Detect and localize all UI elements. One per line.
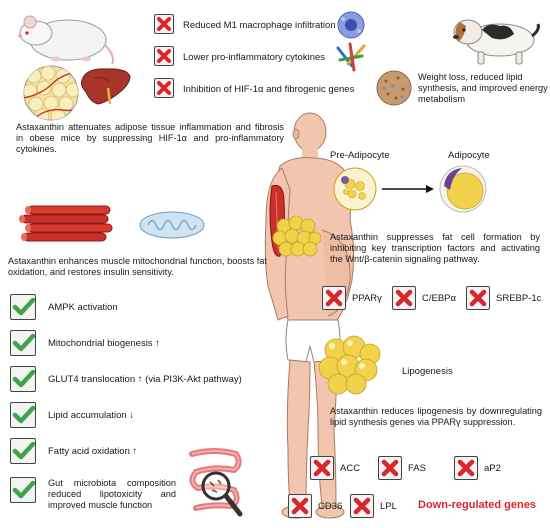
lipid-droplets-icon <box>318 335 381 395</box>
dog-icon <box>453 19 540 65</box>
check-icon <box>12 480 36 499</box>
mitochondria-icon <box>139 211 205 239</box>
adipocyte-description: Astaxanthin suppresses fat cell formatio… <box>330 232 540 264</box>
down-regulated-legend: Down-regulated genes <box>418 499 536 511</box>
pre-adipocyte-icon <box>333 167 377 211</box>
check-icon <box>12 441 36 460</box>
gene-label: aP2 <box>484 463 501 474</box>
cross-icon <box>157 81 171 95</box>
cross-icon <box>313 459 331 477</box>
arrow-icon <box>382 185 434 193</box>
check-icon <box>12 369 36 388</box>
cross-icon <box>157 49 171 63</box>
factor-label: SREBP-1c <box>496 293 542 304</box>
effect-label: Mitochondrial biogenesis ↑ <box>48 338 160 349</box>
top-left-description: Astaxanthin attenuates adipose tissue in… <box>16 122 284 154</box>
effect-label: GLUT4 translocation ↑ (via PI3K-Akt path… <box>48 374 242 385</box>
liver-icon <box>81 68 131 105</box>
factor-label: C/EBPα <box>422 293 457 304</box>
mouse-icon <box>18 15 114 65</box>
cross-icon <box>291 497 309 515</box>
factor-label: PPARγ <box>352 293 382 304</box>
check-icon <box>12 405 36 424</box>
gene-label: LPL <box>380 501 397 512</box>
lipogenesis-description: Astaxanthin reduces lipogenesis by downr… <box>330 406 542 427</box>
adipose-tissue-icon <box>23 65 79 121</box>
belly-fat-cluster <box>272 215 322 257</box>
adipocyte-icon <box>439 165 487 213</box>
pre-adipocyte-label: Pre-Adipocyte <box>330 150 390 161</box>
muscle-description: Astaxanthin enhances muscle mitochondria… <box>8 256 267 277</box>
cross-icon <box>457 459 475 477</box>
gut-magnifier-icon <box>189 448 243 517</box>
cross-icon <box>381 459 399 477</box>
muscle-fiber-icon <box>19 205 113 242</box>
effect-label: Inhibition of HIF-1α and fibrogenic gene… <box>183 84 355 95</box>
effect-label: Lipid accumulation ↓ <box>48 410 135 421</box>
check-box <box>10 477 36 503</box>
cross-icon <box>325 289 343 307</box>
cytokines-icon <box>336 42 366 72</box>
gene-label: ACC <box>340 463 361 474</box>
cross-icon <box>157 17 171 31</box>
effect-label: Reduced M1 macrophage infiltration <box>183 20 336 31</box>
macrophage-icon <box>337 11 365 39</box>
adipocyte-label: Adipocyte <box>448 150 490 161</box>
top-right-description: Weight loss, reduced lipid synthesis, an… <box>418 72 548 104</box>
fibrosis-tissue-icon <box>376 70 412 106</box>
effect-label: AMPK activation <box>48 302 118 313</box>
gene-label: CD36 <box>318 501 343 512</box>
check-icon <box>12 333 36 352</box>
effect-label: Gut microbiota composition reduced lipot… <box>48 478 176 510</box>
cross-icon <box>353 497 371 515</box>
cross-icon <box>469 289 487 307</box>
gene-label: FAS <box>408 463 426 474</box>
lipogenesis-label: Lipogenesis <box>402 366 453 377</box>
check-icon <box>12 297 36 316</box>
cross-icon <box>395 289 413 307</box>
effect-label: Fatty acid oxidation ↑ <box>48 446 138 457</box>
effect-label: Lower pro-inflammatory cytokines <box>183 52 326 63</box>
